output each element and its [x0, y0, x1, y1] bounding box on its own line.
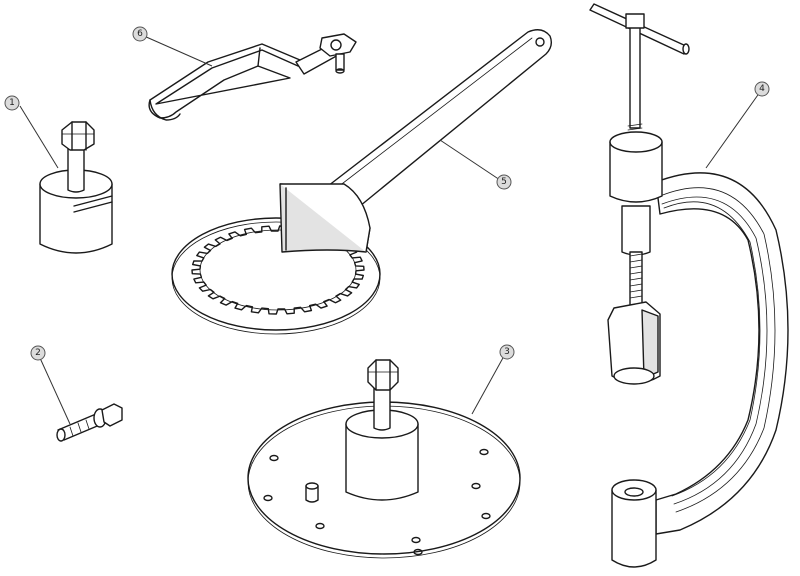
part-4-c-clamp [589, 3, 789, 568]
part-3-base-plate [247, 359, 521, 559]
leader-lines [19, 35, 761, 425]
callout-6-label: 6 [137, 29, 143, 39]
plate-holes [263, 448, 491, 556]
callout-3: 3 [499, 344, 515, 360]
part-1-puller-cup [39, 121, 113, 254]
callout-6: 6 [132, 26, 148, 42]
callout-1-label: 1 [9, 98, 15, 108]
part-2-flanged-bolt [56, 403, 123, 442]
callout-5-label: 5 [501, 177, 507, 187]
callout-2: 2 [30, 345, 46, 361]
part-5-ring-holder [171, 29, 553, 335]
callout-5: 5 [496, 174, 512, 190]
callout-4: 4 [754, 81, 770, 97]
callout-2-label: 2 [35, 348, 41, 358]
callout-4-label: 4 [759, 84, 765, 94]
callout-3-label: 3 [504, 347, 510, 357]
part-6-lever-wrench [148, 33, 357, 121]
callout-1: 1 [4, 95, 20, 111]
